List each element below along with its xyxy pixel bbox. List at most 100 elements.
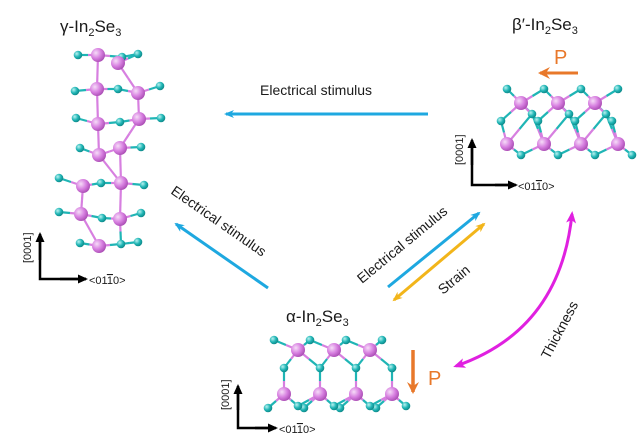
- beta-polarization-label: P: [554, 47, 567, 69]
- selenium-atom: [539, 84, 549, 94]
- indium-atom: [76, 179, 90, 193]
- selenium-atom: [96, 178, 106, 188]
- indium-atom: [313, 387, 327, 401]
- beta-to-gamma-label: Electrical stimulus: [260, 82, 372, 98]
- indium-atom: [90, 82, 104, 96]
- horizontal-axis-label: <0110>: [89, 275, 126, 287]
- selenium-atom: [139, 180, 149, 190]
- selenium-atom: [329, 401, 339, 411]
- selenium-atom: [387, 363, 397, 373]
- alpha-polarization: P: [407, 350, 441, 394]
- thickness-bidirectional-arrow-icon: [453, 211, 577, 368]
- indium-atom: [277, 387, 291, 401]
- selenium-atom: [155, 81, 165, 91]
- beta-crystal-structure: [496, 84, 637, 160]
- indium-atom: [611, 137, 625, 151]
- selenium-atom: [627, 150, 637, 160]
- indium-atom: [92, 239, 106, 253]
- selenium-atom: [527, 109, 537, 119]
- selenium-atom: [590, 150, 600, 160]
- selenium-atom: [115, 117, 125, 127]
- indium-atom: [111, 56, 125, 70]
- vertical-axis-label: [0001]: [454, 134, 466, 165]
- selenium-atom: [133, 237, 143, 247]
- selenium-atom: [502, 84, 512, 94]
- selenium-atom: [496, 116, 506, 126]
- alpha-to-gamma-arrow-icon: [174, 222, 269, 290]
- selenium-atom: [263, 403, 273, 413]
- beta-polarization: P: [538, 47, 578, 79]
- selenium-atom: [54, 207, 64, 217]
- indium-atom: [349, 387, 363, 401]
- selenium-atom: [136, 142, 146, 152]
- selenium-atom: [315, 363, 325, 373]
- indium-atom: [327, 343, 341, 357]
- alpha-polarization-label: P: [428, 368, 441, 390]
- indium-atom: [551, 96, 565, 110]
- indium-atom: [92, 148, 106, 162]
- indium-atom: [113, 141, 127, 155]
- beta-phase-title: β′-In2Se3: [512, 15, 578, 37]
- selenium-atom: [533, 116, 543, 126]
- alpha-crystal-structure: [263, 335, 411, 413]
- selenium-atom: [365, 401, 375, 411]
- selenium-atom: [553, 150, 563, 160]
- horizontal-axis-label: <0110>: [518, 181, 555, 193]
- thickness-label: Thickness: [538, 298, 582, 361]
- selenium-atom: [54, 173, 64, 183]
- selenium-atom: [601, 109, 611, 119]
- indium-atom: [385, 387, 399, 401]
- selenium-atom: [401, 401, 411, 411]
- indium-atom: [131, 86, 145, 100]
- indium-atom: [91, 48, 105, 62]
- vertical-axis-label: [0001]: [22, 232, 34, 263]
- selenium-atom: [75, 143, 85, 153]
- selenium-atom: [351, 363, 361, 373]
- selenium-atom: [293, 401, 303, 411]
- indium-atom: [500, 137, 514, 151]
- selenium-atom: [570, 116, 580, 126]
- gamma-phase-title: γ-In2Se3: [60, 17, 121, 39]
- gamma-bonds: [58, 52, 162, 248]
- selenium-atom: [377, 335, 387, 345]
- selenium-atom: [113, 84, 123, 94]
- selenium-atom: [305, 335, 315, 345]
- selenium-atom: [607, 116, 617, 126]
- indium-atom: [113, 212, 127, 226]
- selenium-atom: [73, 50, 83, 60]
- indium-atom: [574, 137, 588, 151]
- indium-atom: [132, 112, 146, 126]
- indium-atom: [363, 343, 377, 357]
- strain-label: Strain: [435, 262, 473, 298]
- selenium-atom: [269, 335, 279, 345]
- selenium-atom: [97, 213, 107, 223]
- selenium-atom: [156, 113, 166, 123]
- selenium-atom: [136, 208, 146, 218]
- alpha-atoms: [263, 335, 411, 413]
- gamma-crystal-structure: [54, 48, 166, 253]
- selenium-atom: [70, 86, 80, 96]
- alpha-phase-title: α-In2Se3: [286, 307, 349, 329]
- vertical-axis-label: [0001]: [220, 379, 232, 410]
- selenium-atom: [116, 239, 126, 249]
- alpha-to-gamma-label: Electrical stimulus: [168, 182, 269, 259]
- beta-atoms: [496, 84, 637, 160]
- selenium-atom: [341, 335, 351, 345]
- selenium-atom: [71, 113, 81, 123]
- indium-atom: [74, 207, 88, 221]
- beta-axis-indicator: [0001] <0110>: [454, 134, 555, 193]
- selenium-atom: [613, 84, 623, 94]
- selenium-atom: [133, 49, 143, 59]
- indium-atom: [91, 117, 105, 131]
- alpha-axis-indicator: [0001] <0110>: [220, 379, 316, 436]
- gamma-atoms: [54, 48, 166, 253]
- indium-atom: [537, 137, 551, 151]
- indium-atom: [291, 343, 305, 357]
- selenium-atom: [279, 363, 289, 373]
- indium-atom: [588, 96, 602, 110]
- indium-atom: [514, 96, 528, 110]
- indium-atom: [114, 176, 128, 190]
- horizontal-axis-label: <0110>: [279, 424, 316, 436]
- selenium-atom: [576, 84, 586, 94]
